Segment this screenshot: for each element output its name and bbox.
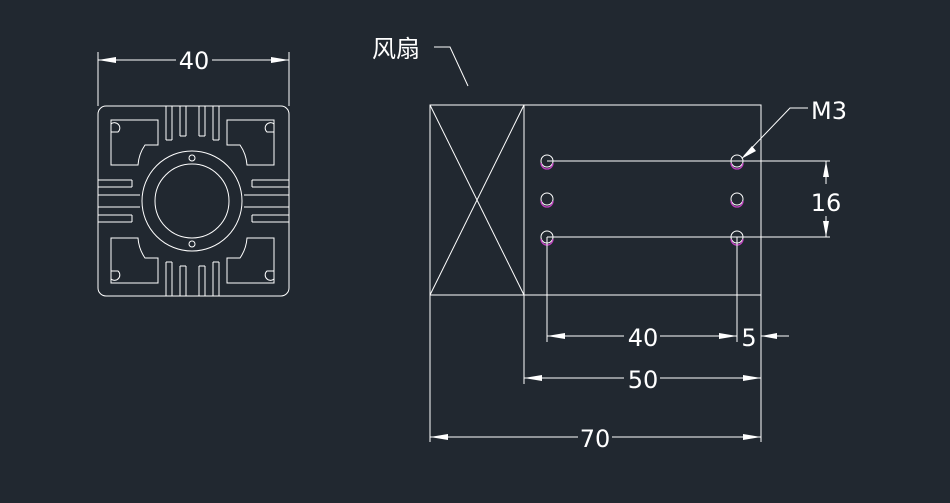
profile-outer-outline <box>97 105 290 297</box>
hole-1 <box>540 154 554 170</box>
profile-slot-hook-tr <box>264 122 275 133</box>
profile-pocket-top-left <box>110 119 159 166</box>
profile-fins-top <box>165 106 220 141</box>
dim-vertical-spacing-label: 16 <box>811 189 842 217</box>
dim-total-width: 70 <box>430 425 761 453</box>
dim-hole-spacing: 40 <box>547 324 737 352</box>
dim-vertical-spacing: 16 <box>811 161 842 237</box>
fan-mount-view: 风扇 M3 16 <box>372 35 847 453</box>
profile-pocket-bottom-right <box>226 237 275 284</box>
screw-leader <box>743 107 808 157</box>
profile-slot-hook-br <box>264 270 275 281</box>
profile-pin-hole-top <box>188 154 196 162</box>
profile-slot-hook-tl <box>110 122 121 133</box>
hole-5 <box>730 192 744 208</box>
dim-edge-offset-label: 5 <box>741 324 756 352</box>
aluminium-profile-section: 40 <box>97 47 290 297</box>
screw-label: M3 <box>811 97 847 125</box>
profile-width-dimension: 40 <box>97 47 290 106</box>
mount-holes <box>540 154 744 246</box>
dim-total-width-label: 70 <box>580 425 611 453</box>
profile-width-label: 40 <box>179 47 210 75</box>
profile-fins-bottom <box>165 261 220 296</box>
profile-outer-ring <box>141 150 243 252</box>
fan-label-leader <box>434 46 469 87</box>
profile-pin-hole-bottom <box>188 240 196 248</box>
fan-cross-2 <box>429 104 525 296</box>
profile-fins-right <box>244 179 289 223</box>
dim-mount-width-label: 50 <box>628 366 659 394</box>
mount-plate <box>523 104 762 296</box>
dim-edge-offset: 5 <box>741 324 789 352</box>
profile-inner-bore <box>154 163 230 239</box>
profile-pocket-bottom-left <box>110 237 159 284</box>
screw-leader-arrow <box>741 146 756 159</box>
fan-label: 风扇 <box>372 35 420 63</box>
profile-slot-hook-bl <box>110 270 121 281</box>
hole-2 <box>540 192 554 208</box>
dim-hole-spacing-label: 40 <box>628 324 659 352</box>
hole-4 <box>730 154 744 170</box>
profile-fins-left <box>98 179 140 223</box>
dim-mount-width: 50 <box>524 366 761 394</box>
profile-pocket-top-right <box>226 119 275 166</box>
